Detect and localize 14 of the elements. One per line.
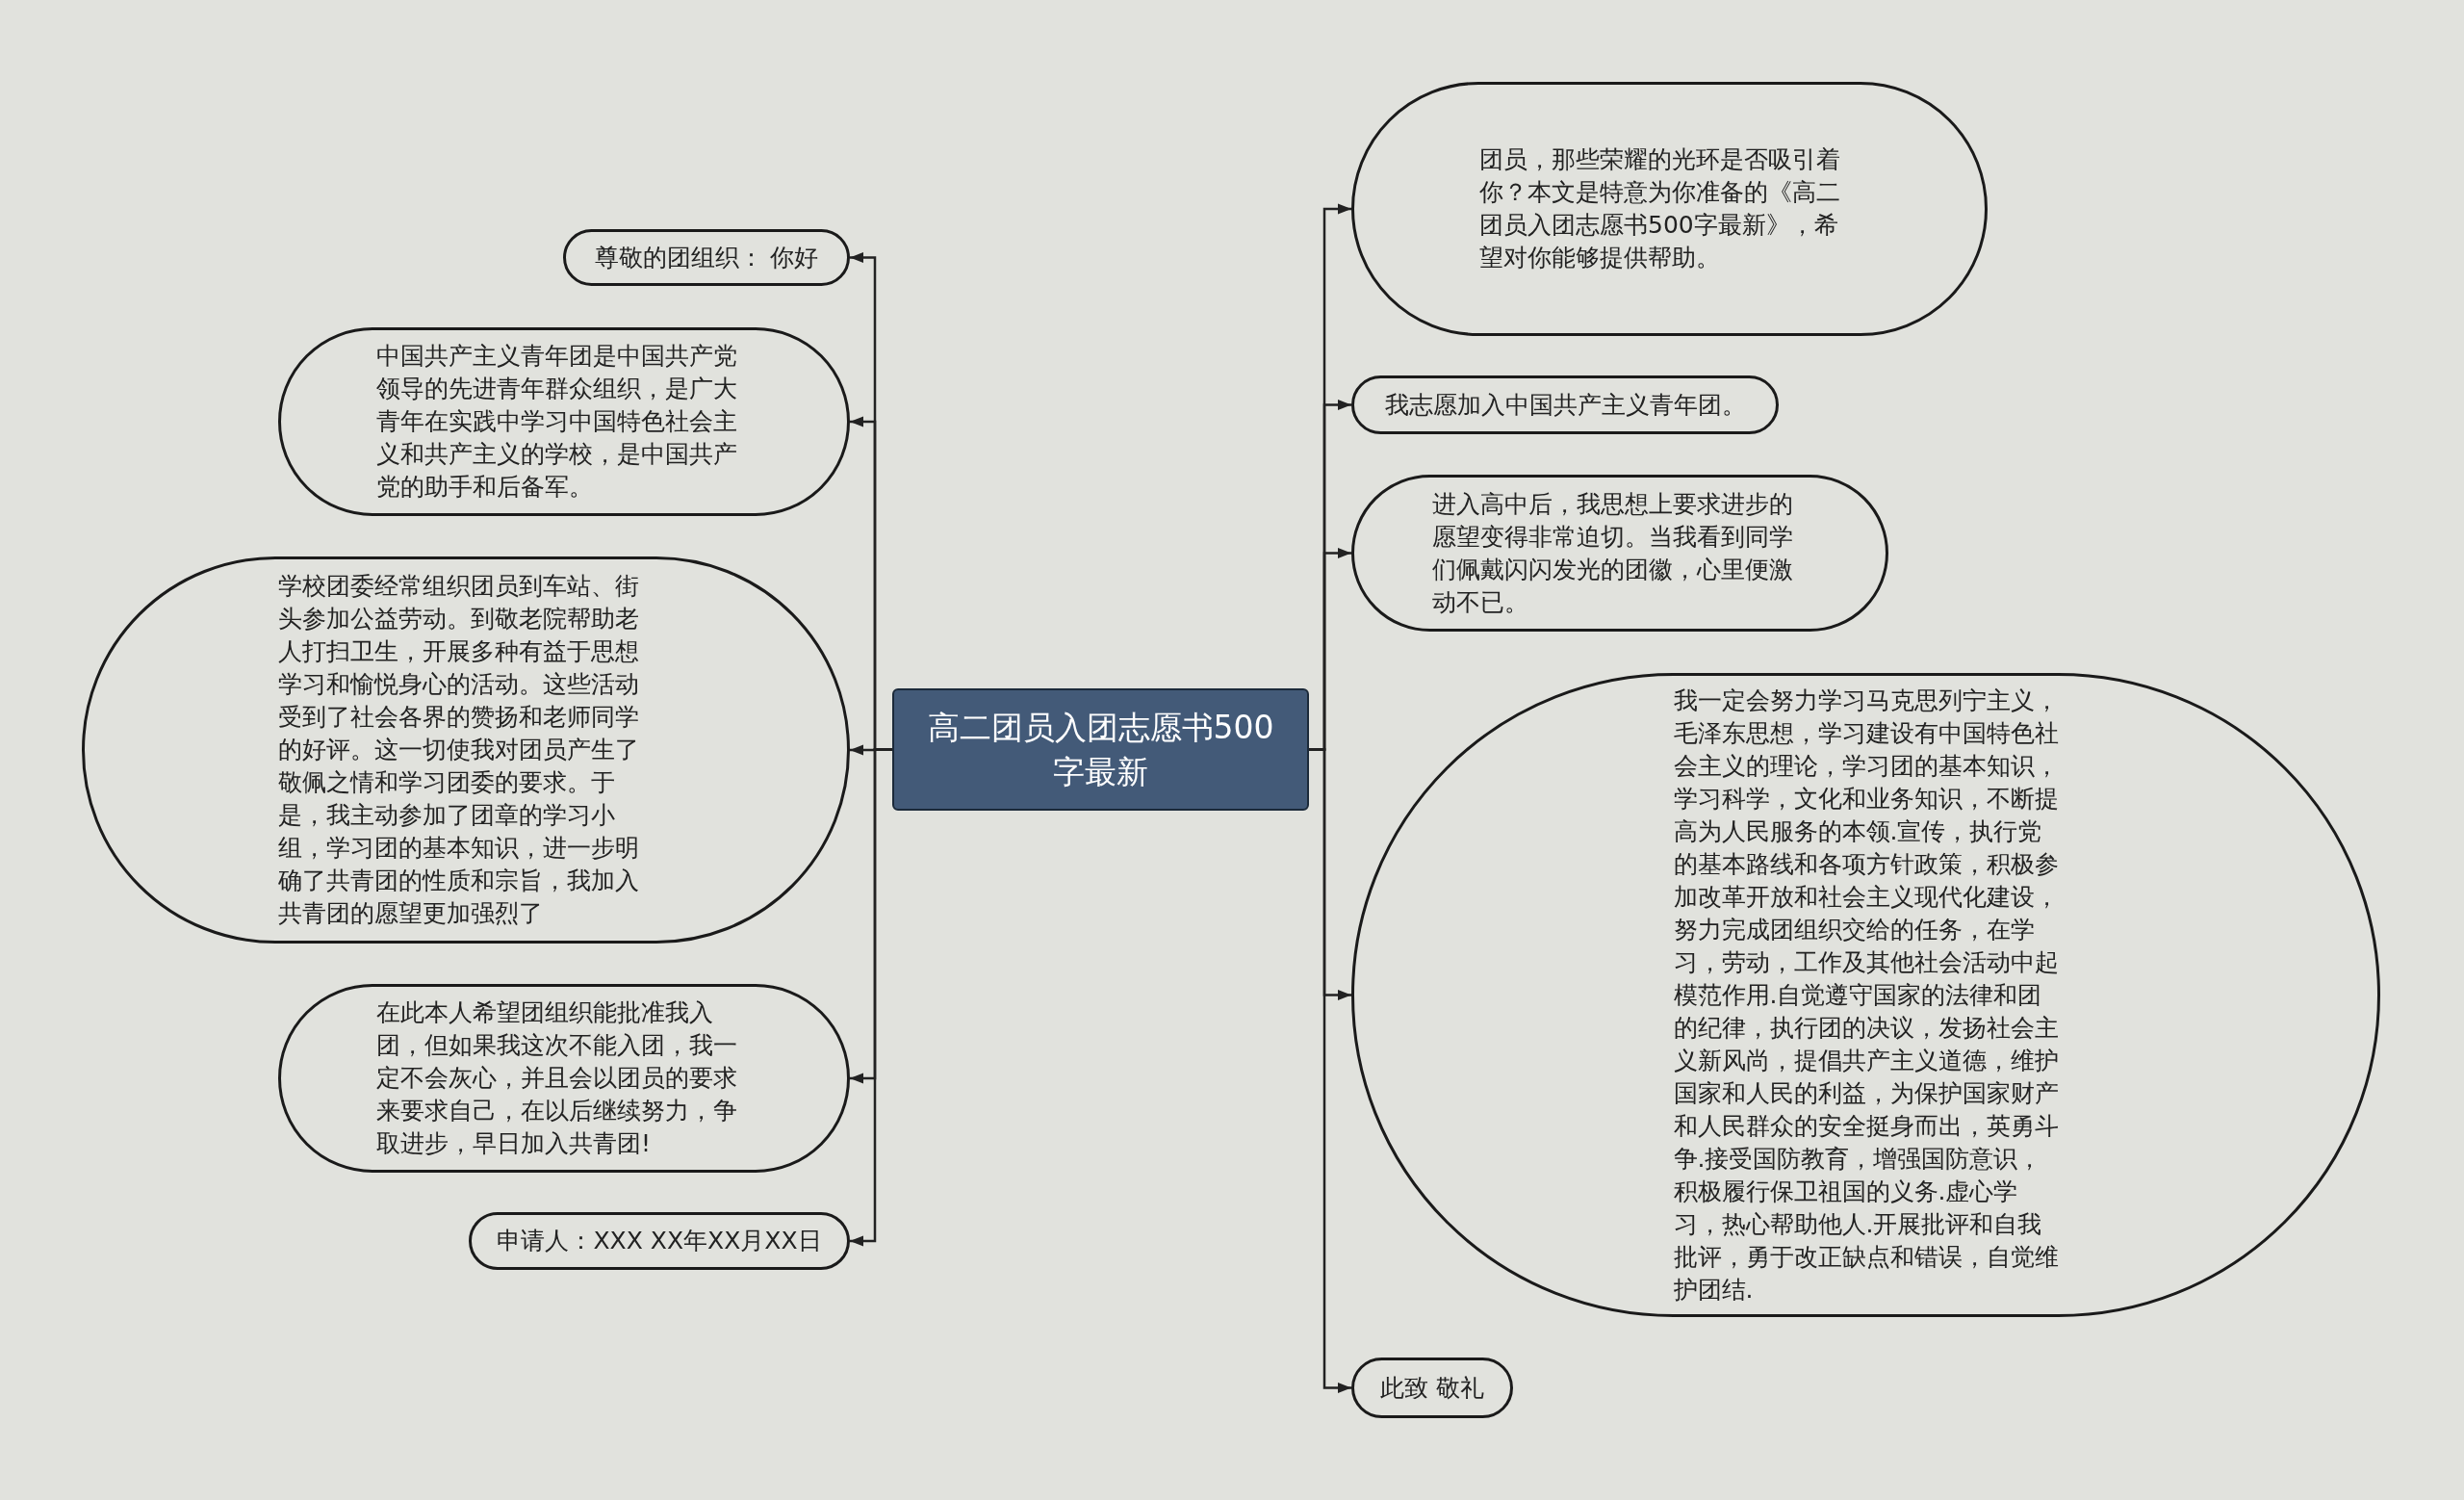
node-text: 学校团委经常组织团员到车站、街头参加公益劳动。到敬老院帮助老人打扫卫生，开展多种有益于思想学习和愉悦身心的活动。这些活动受到了社会各界的赞扬和老师同学的好评。这一切使我对团员产生了敬佩之情和学习团委的要求。于是，我主动参加了团章的学习小组，学习团的基本知识，进一步明确了共青团的性质和宗旨，我加入共青团的愿望更加强烈了 [278,571,640,929]
rounded-box [469,1212,850,1270]
node-text: 团员，那些荣耀的光环是否吸引着你？本文是特意为你准备的《高二团员入团志愿书500字最新》，希望对你能够提供帮助。 [1479,144,1841,273]
topic-box [892,688,1309,811]
node-text: 进入高中后，我思想上要求进步的愿望变得非常迫切。当我看到同学们佩戴闪闪发光的团徽，心里便激动不已。 [1432,488,1794,618]
rounded-box [1351,375,1779,434]
node-text: 此致 敬礼 [1380,1372,1484,1404]
node-text: 在此本人希望团组织能批准我入团，但如果我这次不能入团，我一定不会灰心，并且会以团员的要求来要求自己，在以后继续努力，争取进步，早日加入共青团! [376,997,738,1159]
node-text: 我一定会努力学习马克思列宁主义，毛泽东思想，学习建设有中国特色社会主义的理论，学习团的基本知识，学习科学，文化和业务知识，不断提高为人民服务的本领.宣传，执行党的基本路线和各项方针政策，积极参加改革开放和社会主义现代化建设，努力完成团组织交给的任务，在学习，劳动，工作及其他社会活动中起模范作用.自觉遵守国家的法律和团的纪律，执行团的决议，发扬社会主义新风尚，提倡共产主义道德，维护国家和人民的利益，为保护国家财产和人民群众的安全挺身而出，英勇斗争.接受国防教育，增强国防意识，积极履行保卫祖国的义务.虚心学习，热心帮助他人.开展批评和自我批评，勇于改正缺点和错误，自觉维护团结. [1673,685,2059,1306]
node-text: 尊敬的团组织： 你好 [594,242,819,273]
topic-text: 高二团员入团志愿书500字最新 [926,707,1275,792]
node-text: 中国共产主义青年团是中国共产党领导的先进青年群众组织，是广大青年在实践中学习中国特色社会主义和共产主义的学校，是中国共产党的助手和后备军。 [376,341,738,503]
node-text: 我志愿加入中国共产主义青年团。 [1384,389,1746,421]
node-text: 申请人：XXX XX年XX月XX日 [497,1226,822,1256]
